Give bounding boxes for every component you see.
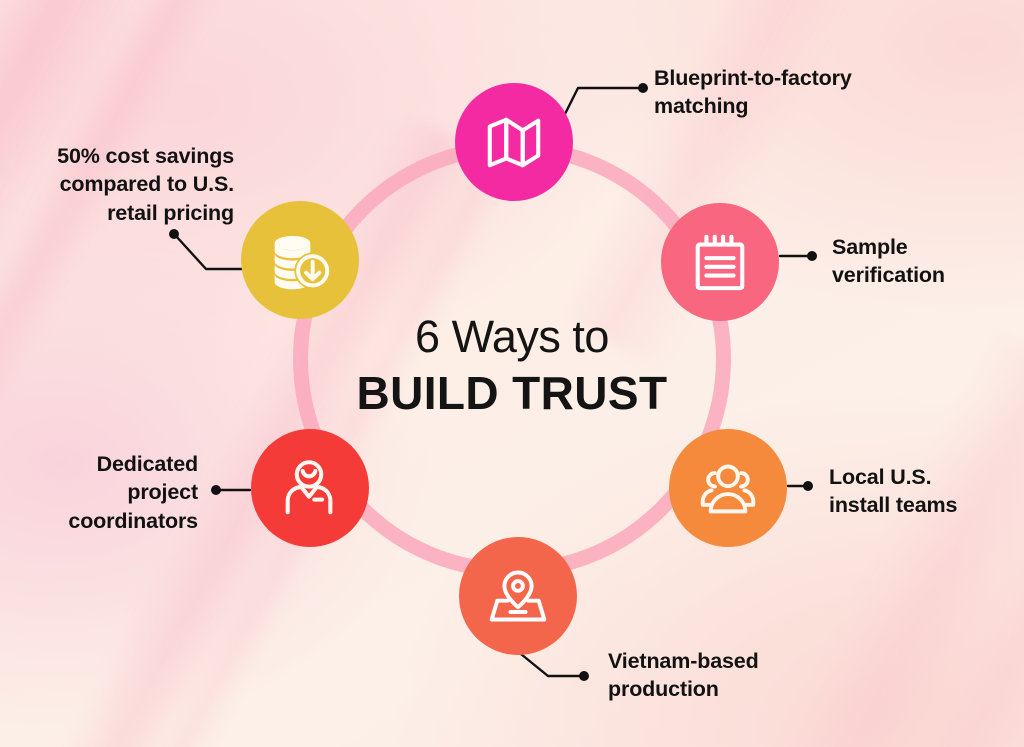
map-icon (483, 111, 545, 173)
center-title: 6 Ways to BUILD TRUST (332, 313, 692, 417)
label-savings: 50% cost savings compared to U.S. retail… (57, 144, 234, 225)
node-coordinators[interactable] (251, 429, 369, 547)
label-blueprint: Blueprint-to-factory matching (654, 66, 852, 119)
node-sample[interactable] (661, 203, 779, 321)
label-sample: Sample verification (832, 235, 945, 288)
node-savings[interactable] (241, 201, 359, 319)
people-group-icon (695, 459, 761, 517)
node-production[interactable] (459, 537, 577, 655)
label-install: Local U.S. install teams (829, 465, 958, 518)
map-pin-icon (485, 565, 551, 627)
coins-savings-icon (267, 229, 333, 291)
person-support-icon (279, 457, 341, 519)
node-blueprint[interactable] (455, 83, 573, 201)
center-title-line1: 6 Ways to (415, 311, 609, 362)
label-coordinators: Dedicated project coordinators (68, 452, 198, 533)
node-install[interactable] (669, 429, 787, 547)
center-title-line2: BUILD TRUST (356, 366, 668, 419)
label-production: Vietnam-based production (608, 649, 759, 702)
notepad-icon (690, 231, 750, 293)
